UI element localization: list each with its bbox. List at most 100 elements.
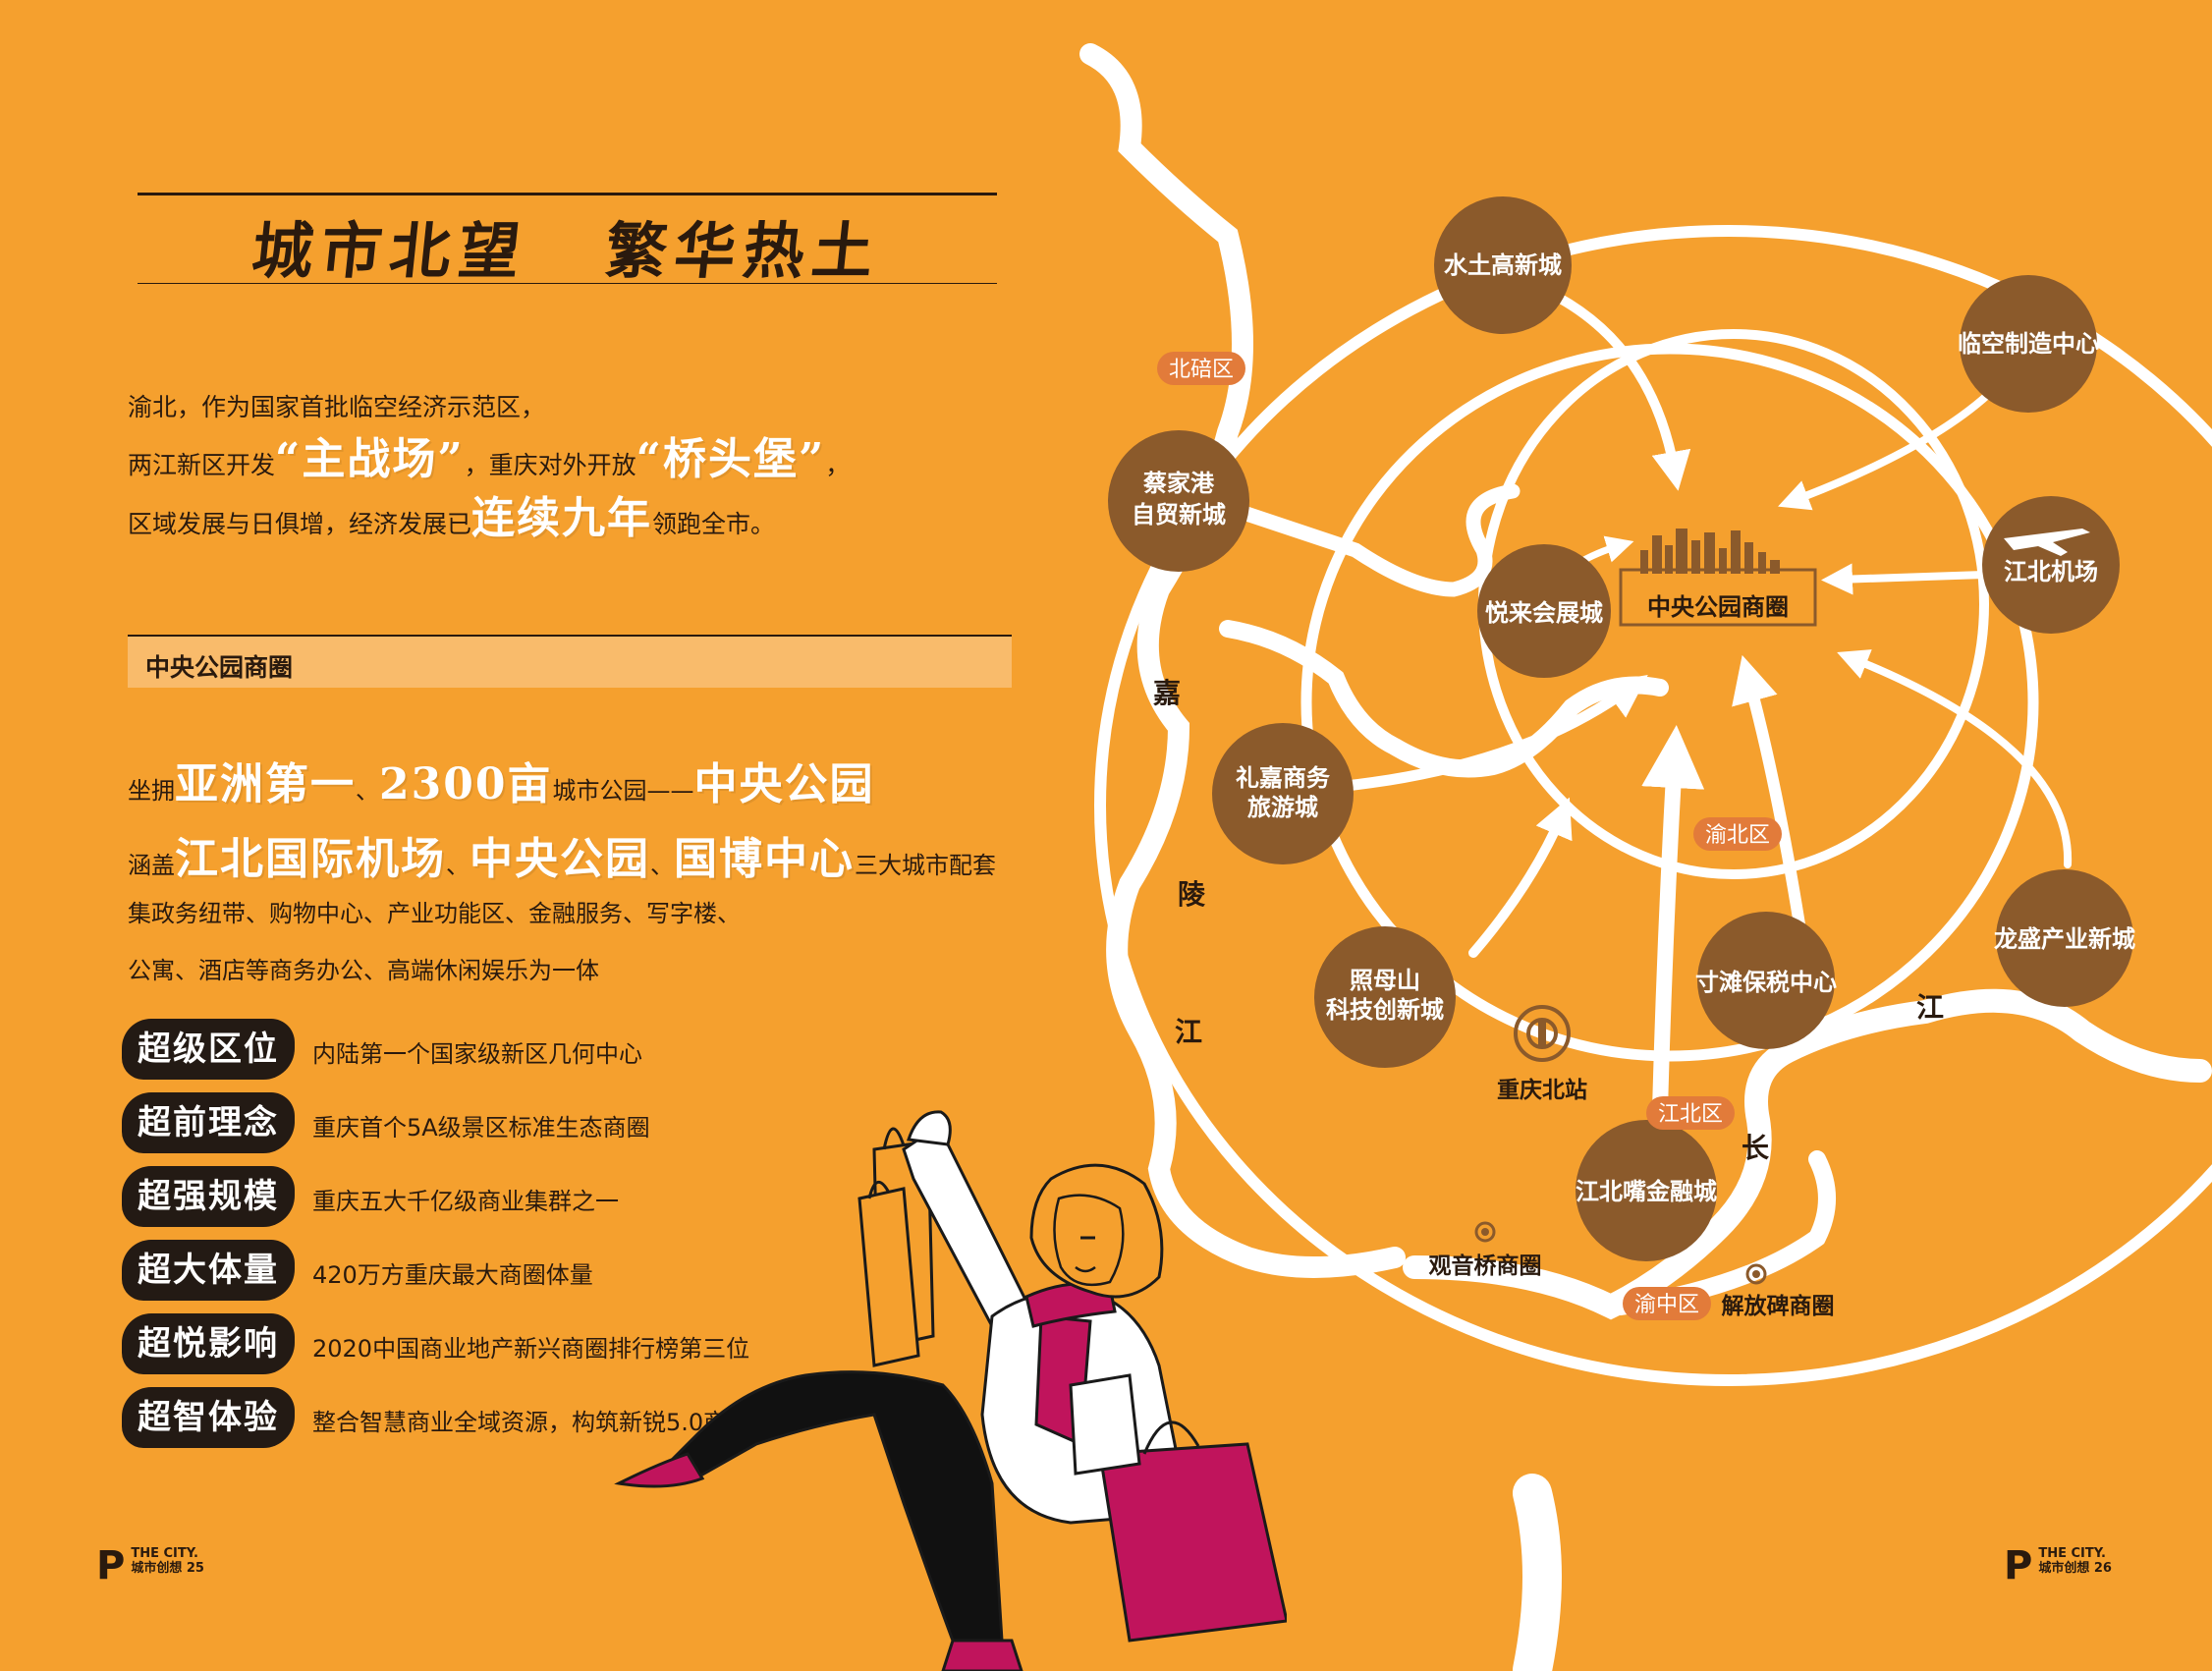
bag-handle <box>1142 1420 1200 1455</box>
body-text-2a: 涵盖 <box>128 852 175 879</box>
footer-sub-row: 城市创想 25 <box>131 1561 204 1576</box>
title-bottom-rule <box>138 283 997 284</box>
node-label: 悦来会展城 <box>1485 599 1603 627</box>
district-tag: 北碚区 <box>1157 352 1245 385</box>
intro-text-2b: ，重庆对外开放 <box>464 451 636 479</box>
section-title: 中央公园商圈 <box>145 653 294 682</box>
district-tag: 江北区 <box>1646 1096 1735 1130</box>
hand <box>906 1110 952 1146</box>
scarf <box>1024 1282 1117 1328</box>
arrow-cuntan <box>1732 654 1808 949</box>
page-number: 26 <box>2093 1561 2112 1576</box>
highlight-asia-first: 亚洲第一 <box>175 759 356 809</box>
body-text-2d: 三大城市配套 <box>855 852 996 879</box>
footer-left: P THE CITY. 城市创想 25 <box>96 1546 204 1586</box>
title-left: 城市北望 <box>249 215 531 287</box>
poi-label-station: 重庆北站 <box>1497 1077 1587 1102</box>
center-box <box>1619 568 1817 627</box>
body-text-2b: 、 <box>446 852 470 879</box>
node-label: 礼嘉商务 <box>1236 764 1331 792</box>
super-desc-5: 2020中国商业地产新兴商圈排行榜第三位 <box>312 1335 750 1363</box>
footer-brand: THE CITY. <box>131 1546 198 1561</box>
river-label-jiang: 江 <box>1175 1017 1202 1047</box>
map-node[interactable]: 龙盛产业新城 <box>1994 869 2135 1007</box>
map-node[interactable]: 水土高新城 <box>1434 196 1572 334</box>
yangtze-river <box>1403 988 2212 1320</box>
location-dot-icon <box>1745 1263 1767 1285</box>
outer-ring-road <box>1094 225 2212 1386</box>
district-tag: 渝北区 <box>1693 817 1782 851</box>
right-shoe <box>941 1639 1023 1671</box>
raised-shopping-bags-icon <box>857 1127 935 1367</box>
yangtze-lower <box>1513 1474 1562 1671</box>
highlight-central-park-2: 中央公园 <box>470 834 650 884</box>
node-label: 蔡家港 <box>1143 470 1215 497</box>
left-shoe <box>614 1452 705 1488</box>
legs <box>670 1370 1004 1643</box>
node-label: 水土高新城 <box>1444 251 1562 279</box>
node-label: 龙盛产业新城 <box>1994 925 2135 953</box>
middle-ring-road <box>1300 343 2039 1062</box>
jialing-river <box>1079 43 1406 1278</box>
arrow-lijia <box>1340 675 1648 792</box>
face <box>1053 1194 1125 1287</box>
shopper-illustration <box>614 1110 1287 1671</box>
district-tag: 渝中区 <box>1623 1287 1711 1320</box>
magenta-bag-icon <box>1098 1442 1287 1643</box>
location-dot-icon <box>1474 1221 1496 1243</box>
intro-text-3a: 区域发展与日俱增，经济发展已 <box>128 510 472 538</box>
title-right: 繁华热土 <box>602 215 885 287</box>
super-desc-4: 420万方重庆最大商圈体量 <box>312 1261 593 1289</box>
highlight-bridgehead: “桥头堡” <box>636 434 826 484</box>
railway-station-icon <box>1514 1005 1571 1062</box>
footer-right: P THE CITY. 城市创想 26 <box>2004 1546 2112 1586</box>
super-desc-3: 重庆五大千亿级商业集群之一 <box>312 1188 619 1215</box>
arrow-longsheng <box>1837 649 2073 868</box>
map-node[interactable]: 寸滩保税中心 <box>1695 912 1837 1049</box>
section-top-rule <box>128 635 1012 637</box>
footer-brand: THE CITY. <box>2038 1546 2106 1561</box>
body-text-1b: 、 <box>356 777 379 805</box>
district-label: 江北区 <box>1658 1101 1723 1126</box>
super-badge-3: 超强规模 <box>122 1166 295 1227</box>
map-node[interactable]: 江北嘴金融城 <box>1576 1120 1717 1261</box>
intro-line-3: 区域发展与日俱增，经济发展已连续九年领跑全市。 <box>128 497 775 540</box>
super-desc-2: 重庆首个5A级景区标准生态商圈 <box>312 1114 650 1142</box>
river-label-jiang-2: 江 <box>1916 992 1944 1023</box>
body-row-3: 集政务纽带、购物中心、产业功能区、金融服务、写字楼、 <box>128 900 741 927</box>
poi-label-guanyinqiao: 观音桥商圈 <box>1429 1253 1542 1278</box>
logo-p-icon: P <box>96 1543 126 1588</box>
map-node[interactable]: 悦来会展城 <box>1477 544 1611 678</box>
intro-text-2c: ， <box>825 451 851 479</box>
center-business-district: 中央公园商圈 <box>1619 529 1817 627</box>
node-label-2: 旅游城 <box>1247 794 1318 821</box>
intro-line-1: 渝北，作为国家首批临空经济示范区， <box>128 395 545 419</box>
body-row-1: 坐拥亚洲第一、2300亩城市公园——中央公园 <box>128 749 874 811</box>
airplane-icon <box>2004 529 2090 556</box>
highlight-main-battlefield: “主战场” <box>275 434 465 484</box>
jialing-loop <box>1230 483 1521 597</box>
node-label: 江北机场 <box>2004 559 2098 585</box>
poi-label-jiefangbei: 解放碑商圈 <box>1722 1293 1835 1318</box>
map-node[interactable]: 临空制造中心 <box>1958 275 2099 413</box>
node-label-2: 自贸新城 <box>1132 501 1226 529</box>
center-label: 中央公园商圈 <box>1647 593 1789 621</box>
section-bar <box>128 637 1012 688</box>
district-label: 北碚区 <box>1169 357 1234 381</box>
footer-sub-row: 城市创想 26 <box>2038 1561 2112 1576</box>
white-bag-icon <box>1069 1373 1141 1476</box>
arrow-jiangbeizui <box>1641 725 1705 1118</box>
intro-line-2: 两江新区开发“主战场”，重庆对外开放“桥头堡”， <box>128 438 850 481</box>
highlight-nine-years: 连续九年 <box>471 493 653 543</box>
body-text-2c: 、 <box>650 852 674 879</box>
district-label: 渝北区 <box>1705 822 1770 847</box>
super-badge-4: 超大体量 <box>122 1240 295 1301</box>
super-desc-6: 整合智慧商业全域资源，构筑新锐5.0商圈 <box>312 1409 751 1436</box>
intro-text-2a: 两江新区开发 <box>128 451 276 479</box>
super-badge-6: 超智体验 <box>122 1387 295 1448</box>
map-node[interactable]: 江北机场 <box>1982 496 2120 634</box>
